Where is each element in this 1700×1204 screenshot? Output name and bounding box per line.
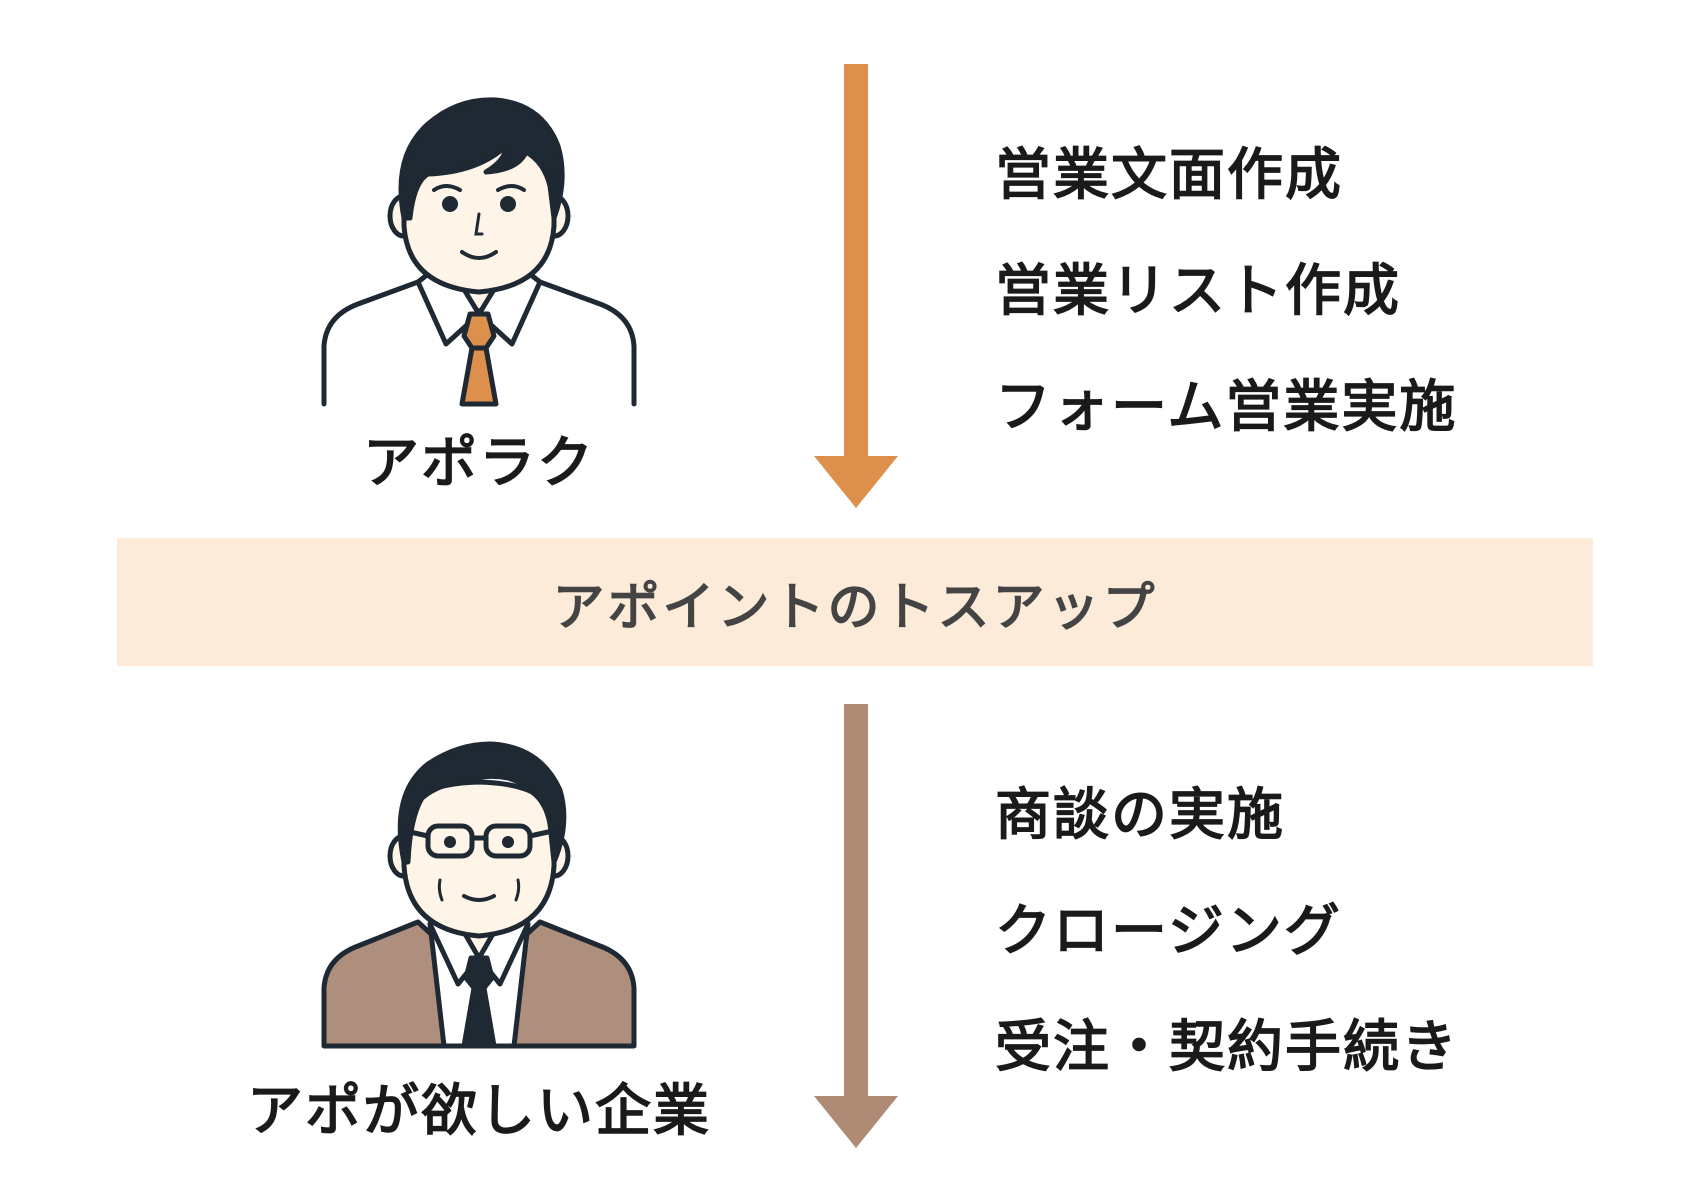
bottom-person <box>318 728 640 1050</box>
top-task-item: フォーム営業実施 <box>995 375 1458 440</box>
young-businessman-icon <box>321 97 637 407</box>
top-task-item: 営業リスト作成 <box>995 259 1401 324</box>
handoff-band: アポイントのトスアップ <box>117 538 1593 666</box>
top-task-item: 営業文面作成 <box>995 143 1343 208</box>
top-person <box>318 86 640 408</box>
handoff-band-label: アポイントのトスアップ <box>552 577 1158 638</box>
top-down-arrow <box>814 64 898 508</box>
bottom-task-list: 商談の実施 クロージング 受注・契約手続き <box>995 758 1459 1106</box>
bottom-task-item: 商談の実施 <box>995 783 1285 848</box>
bottom-down-arrow <box>814 704 898 1148</box>
top-task-list: 営業文面作成 営業リスト作成 フォーム営業実施 <box>995 118 1457 466</box>
bottom-task-item: クロージング <box>995 899 1342 964</box>
bottom-task-item: 受注・契約手続き <box>995 1015 1459 1080</box>
bottom-person-label: アポが欲しい企業 <box>247 1079 711 1144</box>
top-person-label: アポラク <box>363 431 595 496</box>
senior-businessman-icon <box>321 741 637 1049</box>
